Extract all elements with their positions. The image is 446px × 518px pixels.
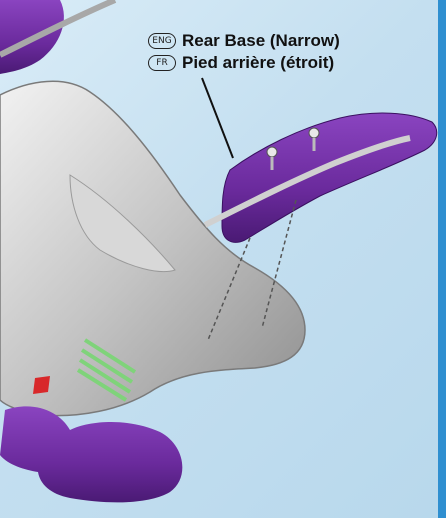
bottom-purple-base (0, 406, 182, 502)
rear-base-narrow (222, 113, 437, 242)
french-language-badge: FR (148, 55, 176, 71)
label-english: ENG Rear Base (Narrow) (148, 30, 340, 52)
english-language-badge: ENG (148, 33, 176, 49)
label-leader-line (202, 78, 233, 158)
frame-edge (438, 0, 446, 518)
label-english-text: Rear Base (Narrow) (182, 30, 340, 52)
part-label: ENG Rear Base (Narrow) FR Pied arrière (… (148, 30, 340, 74)
red-accent (33, 376, 50, 394)
label-french: FR Pied arrière (étroit) (148, 52, 340, 74)
label-french-text: Pied arrière (étroit) (182, 52, 334, 74)
